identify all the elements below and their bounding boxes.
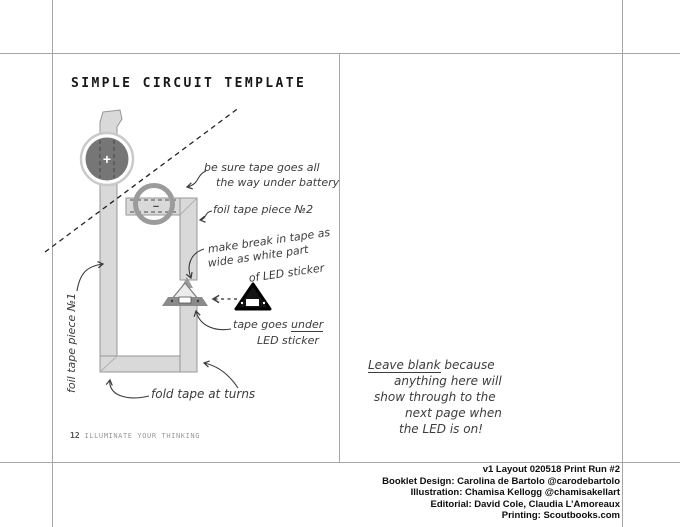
note-line3: show through to the bbox=[374, 390, 496, 404]
arrow-to-tape-piece-1 bbox=[76, 261, 105, 292]
page-title: SIMPLE CIRCUIT TEMPLATE bbox=[71, 76, 307, 91]
arrow-to-ring bbox=[185, 170, 207, 190]
arrow-to-tape-piece-2 bbox=[198, 210, 213, 223]
note-line4: next page when bbox=[405, 406, 502, 420]
credits-printing: Printing: Scoutbooks.com bbox=[501, 510, 620, 521]
trim-line-top bbox=[0, 53, 680, 54]
arrow-to-left-turn bbox=[105, 378, 150, 399]
diagonal-fold-guide-line bbox=[44, 106, 241, 253]
battery-position-ring bbox=[133, 183, 175, 225]
coin-battery: + bbox=[79, 131, 135, 187]
note-line2: anything here will bbox=[394, 374, 502, 388]
foil-tape-piece-2 bbox=[125, 197, 198, 373]
note-line5: the LED is on! bbox=[399, 422, 483, 436]
credits-illustration: Illustration: Chamisa Kellogg @chamisake… bbox=[410, 487, 620, 498]
trim-line-left bbox=[52, 0, 53, 527]
battery-plus-symbol: + bbox=[103, 151, 111, 167]
page-number: 12 bbox=[70, 431, 80, 440]
battery-minus-symbol: − bbox=[153, 201, 159, 213]
credits-design: Booklet Design: Carolina de Bartolo @car… bbox=[382, 475, 620, 487]
trim-line-bottom bbox=[0, 462, 680, 463]
annotation-tape-under-line2: LED sticker bbox=[257, 334, 319, 347]
page-footer: 12 ILLUMINATE YOUR THINKING bbox=[70, 431, 200, 440]
footer-text: ILLUMINATE YOUR THINKING bbox=[84, 432, 201, 440]
annotation-foil-tape-1: foil tape piece №1 bbox=[65, 292, 78, 393]
annotation-be-sure-line2: the way under battery bbox=[216, 176, 340, 189]
annotation-be-sure-line1: be sure tape goes all bbox=[204, 161, 320, 174]
led-sticker-reference bbox=[234, 282, 272, 311]
credits-version: v1 Layout 020518 Print Run #2 bbox=[482, 464, 620, 475]
page-fold-divider bbox=[339, 53, 340, 462]
arrow-to-right-turn bbox=[202, 360, 239, 389]
note-line1: Leave blank because bbox=[368, 358, 495, 373]
annotation-foil-tape-2: foil tape piece №2 bbox=[213, 203, 314, 216]
annotation-tape-under-line1: tape goes under bbox=[233, 318, 324, 332]
led-sticker-placed bbox=[162, 277, 208, 306]
arrow-to-tape-break bbox=[185, 248, 205, 280]
trim-line-right bbox=[622, 0, 623, 527]
credits-block: v1 Layout 020518 Print Run #2 Booklet De… bbox=[382, 464, 620, 522]
annotation-fold-tape: fold tape at turns bbox=[151, 387, 256, 401]
credits-editorial: Editorial: David Cole, Claudia L’Amoreau… bbox=[430, 498, 620, 510]
arrow-to-tape-under-sticker bbox=[193, 309, 232, 331]
